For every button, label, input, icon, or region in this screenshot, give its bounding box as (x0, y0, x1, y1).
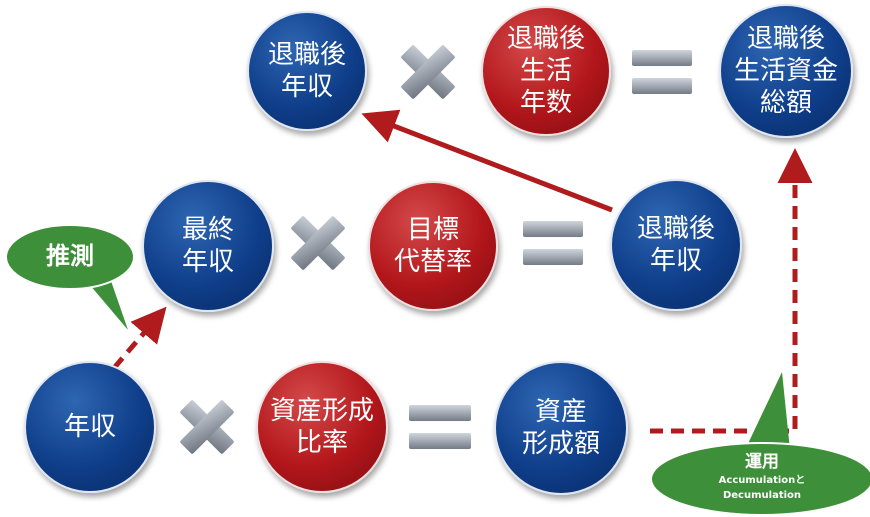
equals-operator-top (632, 50, 692, 94)
node-mid-retire-income: 退職後 年収 (610, 179, 742, 311)
node-top-retire-years: 退職後 生活 年数 (481, 6, 611, 136)
multiply-operator-bottom (180, 400, 234, 454)
multiply-operator-top (401, 45, 455, 99)
node-bot-income: 年収 (24, 361, 156, 493)
multiply-operator-middle (291, 216, 345, 270)
node-mid-final-income: 最終 年収 (142, 180, 274, 312)
node-bot-asset-amount: 資産 形成額 (494, 361, 628, 495)
node-top-retire-income: 退職後 年収 (247, 11, 367, 131)
node-mid-replacement-rate: 目標 代替率 (368, 181, 498, 311)
estimate-label: 推測 (46, 242, 94, 270)
arrow-assets-to-total (650, 148, 813, 434)
equals-operator-middle (523, 221, 583, 265)
arrow-income-to-final (112, 306, 167, 370)
node-top-total-funds: 退職後 生活資金 総額 (719, 4, 853, 138)
investment-callout (650, 372, 870, 516)
arrow-retire-income-up (361, 109, 613, 213)
investment-title: 運用 (745, 452, 779, 472)
investment-subtitle-2: Decumulation (722, 490, 802, 501)
equals-operator-bottom (409, 405, 471, 449)
investment-subtitle-1: Accumulationと (718, 475, 806, 486)
node-bot-saving-rate: 資産形成 比率 (256, 361, 388, 493)
estimate-callout (5, 224, 135, 330)
